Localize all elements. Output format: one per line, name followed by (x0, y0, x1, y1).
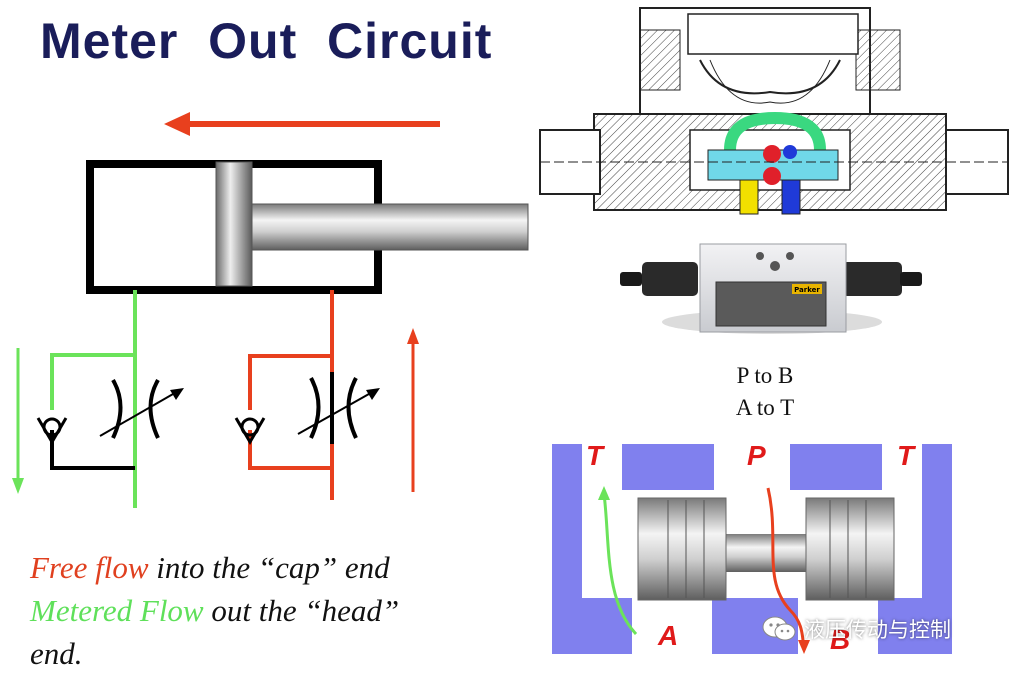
port-label-t-right: T (897, 440, 915, 471)
caption-free-flow: Free flow (30, 550, 149, 585)
check-valve-left (36, 417, 135, 470)
caption-line-2: Metered Flow out the “head” (30, 589, 399, 632)
valve-cross-section (539, 7, 1009, 215)
port-label-a: A (658, 620, 679, 651)
watermark-text: 液压传动与控制 (804, 618, 951, 642)
caption-metered-flow: Metered Flow (30, 593, 204, 628)
free-flow-arrow (407, 328, 419, 492)
page-title: Meter Out Circuit (40, 13, 493, 69)
free-flow-line (248, 290, 334, 500)
flow-p-to-b: P to B (736, 363, 794, 388)
flow-control-valve-right (297, 372, 380, 444)
caption-metered-flow-rest: out the “head” (203, 593, 400, 628)
port-label-b: B (830, 624, 851, 655)
flow-control-valve-left (99, 379, 184, 439)
hydraulic-cylinder (86, 160, 529, 294)
caption-line-3: end. (30, 636, 83, 671)
valve-flow-description: P to B A to T (700, 360, 830, 424)
cylinder-direction-arrow (164, 112, 440, 136)
caption-line-1: Free flow into the “cap” end (30, 546, 399, 589)
circuit-caption: Free flow into the “cap” end Metered Flo… (30, 546, 399, 675)
metered-flow-line (50, 290, 137, 508)
wechat-icon (762, 616, 796, 641)
spool-valve-diagram (552, 444, 952, 654)
metered-flow-arrow (12, 348, 24, 494)
watermark: 液压传动与控制 (762, 614, 951, 644)
port-label-t-left: T (586, 440, 604, 471)
valve-product-photo: Parker (620, 243, 922, 334)
product-brand: Parker (794, 286, 820, 294)
flow-a-to-t: A to T (735, 395, 795, 420)
caption-free-flow-rest: into the “cap” end (148, 550, 390, 585)
check-valve-right (234, 417, 266, 445)
port-label-p: P (747, 440, 766, 471)
